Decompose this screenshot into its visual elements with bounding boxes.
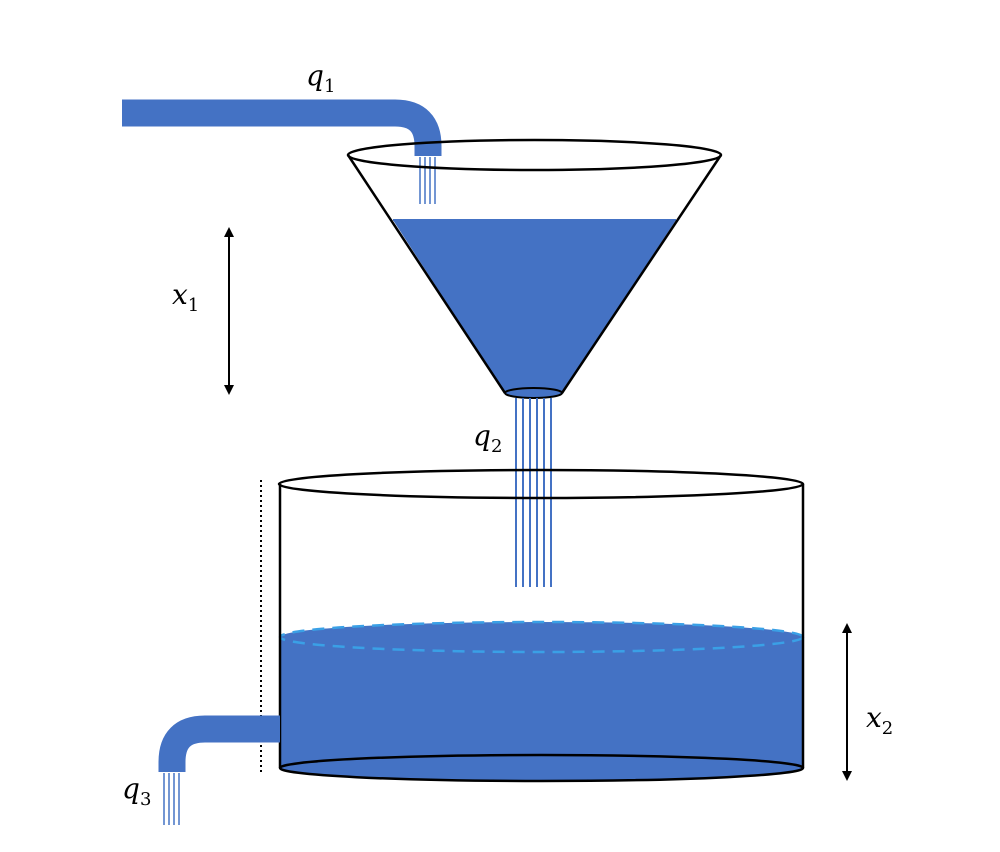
tank-water-surface: [280, 622, 803, 652]
funnel-outflow-stream: [515, 398, 552, 587]
label-x1: x1: [172, 278, 199, 316]
funnel-water: [393, 220, 676, 393]
label-q1: q1: [306, 59, 335, 97]
inflow-pipe: [122, 99, 442, 156]
funnel-outlet: [504, 387, 563, 399]
funnel-outline: [346, 138, 723, 394]
tank-water-body: [280, 637, 803, 768]
inflow-stream: [419, 157, 436, 204]
label-q2: q2: [473, 419, 502, 457]
tank-bottom: [278, 753, 805, 783]
label-q3: q3: [122, 772, 151, 810]
outflow-pipe: [158, 715, 280, 772]
label-x2: x2: [866, 701, 893, 739]
tank-top-rim: [277, 468, 805, 500]
outflow-stream: [163, 773, 180, 825]
